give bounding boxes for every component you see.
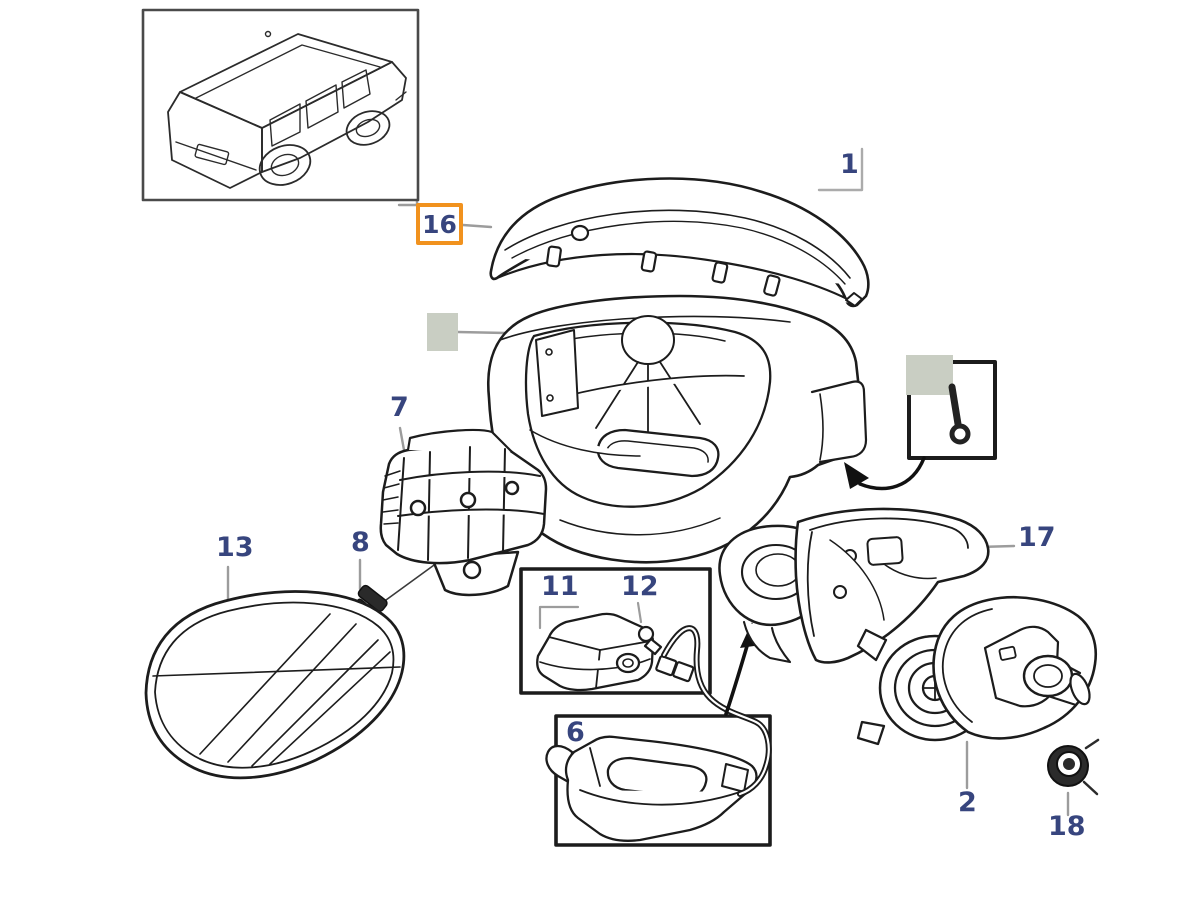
part-label-13[interactable]: 13: [216, 532, 254, 563]
part-label-12[interactable]: 12: [621, 571, 659, 602]
leader-11-12: [538, 601, 643, 630]
insert-arrow-curve: [858, 456, 926, 491]
part-label-6[interactable]: 6: [566, 717, 585, 748]
cover-callout-box: [545, 714, 772, 847]
mirror-bracket: [794, 507, 990, 664]
unlabeled-callout-swatch: [427, 313, 458, 351]
mirror-motor: [379, 428, 548, 597]
part-label-16-selected[interactable]: 16: [416, 203, 463, 245]
callout-swatch-square: [906, 355, 953, 395]
leader-16-to-cap: [461, 223, 493, 229]
mount-nut: [1047, 738, 1100, 796]
part-label-1[interactable]: 1: [840, 149, 859, 180]
leader-swatch-to-housing: [456, 330, 508, 335]
lamp-callout-box: [519, 567, 712, 695]
turn-signal-lamp: [932, 596, 1098, 740]
mirror-cover-cap: [489, 177, 870, 308]
label-1-corner-bracket: [817, 147, 864, 192]
part-label-2[interactable]: 2: [958, 787, 977, 818]
mirror-housing: [487, 294, 868, 564]
part-label-18[interactable]: 18: [1048, 811, 1086, 842]
cap-clips: [545, 245, 781, 297]
lower-cover: [545, 735, 758, 842]
glass-reflection-lines: [199, 613, 391, 767]
part-label-7[interactable]: 7: [390, 392, 409, 423]
mirror-glass: [144, 590, 406, 780]
screw-callout-box: [844, 355, 997, 491]
screw-icon: [948, 383, 971, 445]
part-label-8[interactable]: 8: [351, 527, 370, 558]
insert-arrow-head: [844, 462, 869, 489]
part-label-11[interactable]: 11: [541, 571, 579, 602]
part-label-17[interactable]: 17: [1018, 522, 1056, 553]
car-thumbnail: [141, 8, 420, 202]
bulb: [637, 625, 663, 656]
housing-mount-foot: [810, 380, 868, 464]
bulb-socket: [655, 655, 695, 683]
station-wagon-drawing: [167, 30, 407, 189]
housing-spokes: [565, 361, 745, 439]
motor-hatch-lines: [382, 470, 401, 525]
